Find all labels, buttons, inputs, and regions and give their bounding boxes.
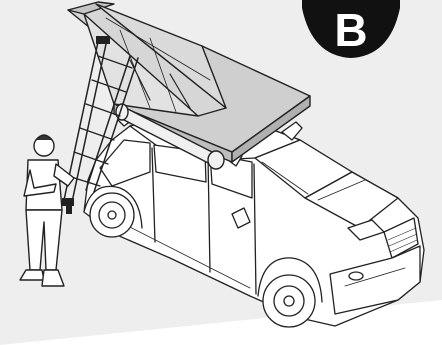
step-badge-letter: B — [302, 0, 400, 60]
